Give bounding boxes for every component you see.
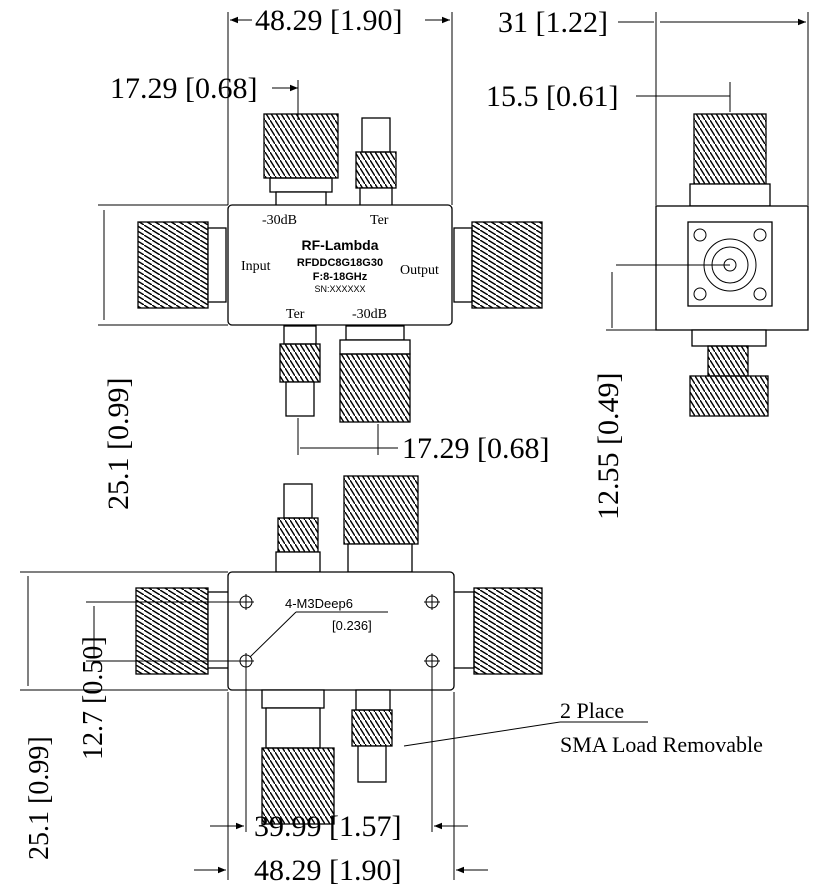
sma-load-top [355, 117, 397, 207]
connector-flange [687, 221, 773, 307]
n-connector-input [137, 221, 227, 309]
hole-note: 4-M3Deep6 [285, 596, 353, 611]
label-ter-top: Ter [370, 213, 389, 228]
side-offset-dim: 15.5 [0.61] [486, 80, 618, 113]
hole-vertical-dim: 12.7 [0.50] [78, 636, 109, 760]
coupler-body-top [227, 204, 453, 326]
coupler-body-bottom [227, 571, 455, 691]
brand-text: RF-Lambda [302, 237, 379, 253]
bottom-width-dim: 48.29 [1.90] [254, 854, 401, 887]
side-view: 31 [1.22] 15.5 [0.61] 12.55 [0.49] [486, 6, 809, 520]
label-ter-bottom: Ter [286, 307, 305, 322]
model-text: RFDDC8G18G30 [297, 257, 383, 269]
bottom-offset-dim: 17.29 [0.68] [402, 432, 549, 465]
hole-depth: [0.236] [332, 618, 372, 633]
sma-load-bottom [279, 325, 321, 417]
top-height-dim: 25.1 [0.99] [102, 378, 135, 510]
label-coupled-bottom: -30dB [352, 307, 387, 322]
hole-horizontal-dim: 39.99 [1.57] [254, 810, 401, 843]
label-input: Input [241, 259, 271, 274]
top-width-dim: 48.29 [1.90] [255, 4, 402, 37]
bottom-view: 4-M3Deep6 [0.236] 2 Place SMA Load Remov… [20, 475, 763, 887]
label-coupled-top: -30dB [262, 213, 297, 228]
side-height-dim: 12.55 [0.49] [592, 373, 625, 520]
n-connector-bottom [339, 325, 411, 423]
n-connector-top [263, 113, 339, 207]
note-line2: SMA Load Removable [560, 732, 763, 757]
side-width-dim: 31 [1.22] [498, 6, 608, 39]
top-offset-dim: 17.29 [0.68] [110, 72, 257, 105]
freq-text: F:8-18GHz [313, 271, 368, 283]
note-line1: 2 Place [560, 698, 624, 723]
serial-text: SN:XXXXXX [314, 284, 365, 294]
bottom-height-dim: 25.1 [0.99] [24, 736, 55, 860]
n-connector-output [453, 221, 543, 309]
top-view: 48.29 [1.90] 17.29 [0.68] -30dB [98, 4, 549, 510]
label-output: Output [400, 263, 439, 278]
